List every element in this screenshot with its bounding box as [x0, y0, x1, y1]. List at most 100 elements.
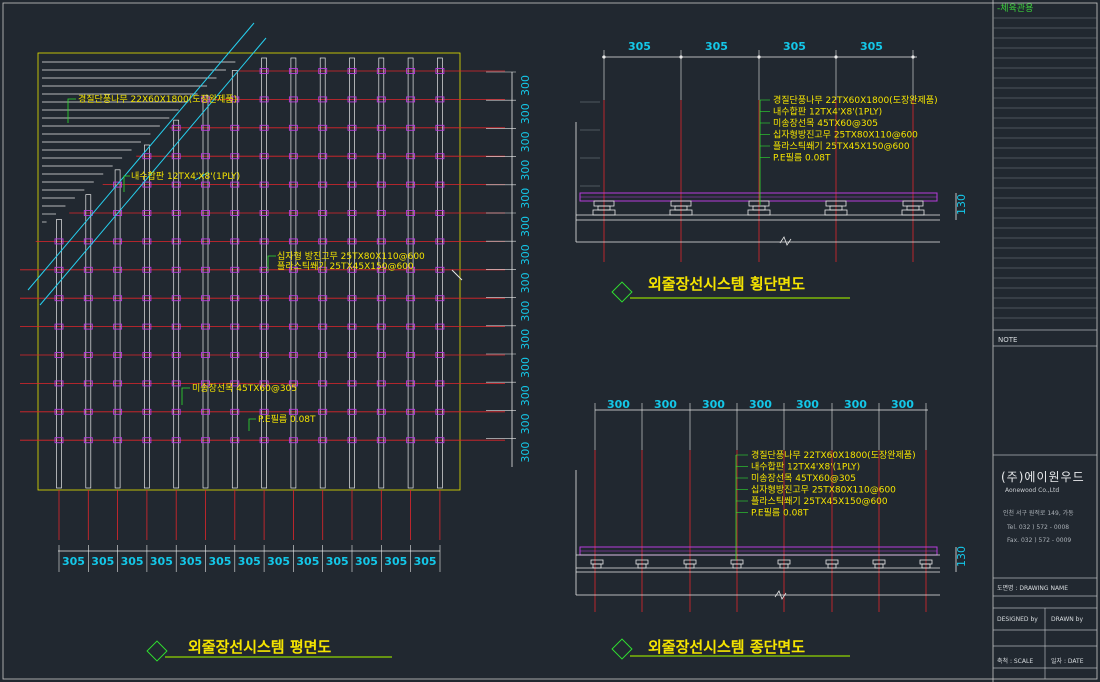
plan-pad: [201, 437, 210, 444]
plan-right-dim-label: 300: [519, 301, 532, 322]
plan-note-1: 경질단풍나무 22X60X1800(도장완제품): [78, 93, 237, 105]
plan-pad: [113, 408, 123, 415]
plan-pad: [171, 323, 181, 330]
plan-pad: [259, 96, 269, 103]
drawing-name-label: 도면명 : DRAWING NAME: [997, 585, 1069, 592]
long-dim-label: 300: [844, 398, 867, 411]
plan-right-dim-label: 300: [519, 413, 532, 434]
plan-pad: [376, 210, 386, 216]
plan-pad: [435, 437, 445, 444]
plan-joist: [349, 57, 355, 489]
long-dim-label: 300: [607, 398, 630, 411]
plan-pad: [142, 380, 152, 387]
plan-right-dim-label: 300: [519, 75, 532, 96]
plan-pad: [376, 352, 386, 358]
plan-pad: [406, 266, 416, 273]
plan-pad: [435, 68, 445, 74]
plan-pad: [376, 295, 386, 302]
plan-pad: [318, 181, 328, 188]
long-note: P.E필름 0.08T: [751, 507, 809, 519]
plan-pad: [288, 153, 298, 160]
plan-pad: [113, 295, 123, 302]
plan-pad: [142, 295, 152, 302]
plan-pad: [171, 437, 181, 444]
plan-pad: [259, 380, 269, 387]
plan-joist: [407, 57, 414, 489]
plan-pad: [201, 408, 210, 415]
plan-pad: [288, 323, 298, 330]
plan-joist: [202, 94, 209, 489]
plan-pad: [142, 181, 152, 188]
plan-right-dim-label: 300: [519, 160, 532, 181]
plan-pad: [406, 181, 416, 188]
plan-pad: [376, 124, 386, 131]
plan-pad: [259, 352, 269, 358]
plan-right-dim-label: 300: [519, 329, 532, 350]
cross-dim-node: [602, 55, 606, 59]
note-label: NOTE: [998, 336, 1018, 344]
cross-dim-node: [757, 55, 761, 59]
plan-title: 외줄장선시스템 평면도: [188, 638, 331, 656]
plan-pad: [201, 96, 210, 103]
plan-pad: [406, 437, 416, 444]
plan-pad: [406, 295, 416, 302]
plan-bottom-dim-label: 305: [209, 555, 232, 568]
plan-pad: [259, 408, 269, 415]
date-label: 일자 : DATE: [1051, 658, 1084, 665]
plan-pad: [318, 408, 328, 415]
plan-pad: [347, 437, 357, 444]
company-tel: Tel. 032 ) 572 - 0008: [1007, 524, 1070, 531]
plan-pad: [347, 380, 357, 387]
plan-pad: [201, 266, 210, 273]
cross-note: P.E필름 0.08T: [773, 152, 831, 164]
plan-pad: [171, 238, 181, 245]
plan-right-dim-label: 300: [519, 188, 532, 209]
long-note: 미송장선목 45TX60@305: [751, 473, 856, 484]
plan-pad: [318, 380, 328, 387]
scale-label: 축척 : SCALE: [997, 658, 1034, 665]
long-support-base: [827, 563, 837, 569]
long-support-base: [685, 563, 695, 569]
long-title: 외줄장선시스템 종단면도: [648, 638, 805, 656]
plan-pad: [113, 323, 123, 330]
leader-n2: [123, 175, 130, 192]
plan-pad: [113, 352, 123, 358]
plan-pad: [288, 96, 298, 103]
plan-pad: [259, 295, 269, 302]
plan-pad: [435, 153, 445, 160]
plan-pad: [376, 437, 386, 444]
plan-pad: [406, 323, 416, 330]
plan-top-board-hatch: [42, 61, 236, 223]
cross-support-base: [901, 209, 925, 216]
plan-bottom-dim-label: 305: [267, 555, 290, 568]
company-address: 인천 서구 원적로 149, 가동: [1003, 510, 1074, 517]
plan-pad: [113, 266, 123, 273]
plan-pad: [259, 238, 269, 245]
plan-pad: [83, 323, 93, 330]
cross-note: 경질단풍나무 22TX60X1800(도장완제품): [773, 94, 938, 106]
plan-joist: [85, 194, 92, 489]
cross-dim-label: 305: [705, 40, 728, 53]
plan-note-2: 내수합판 12TX4'X8'(1PLY): [131, 171, 240, 182]
plan-pad: [230, 124, 240, 131]
plan-break-mark: [194, 171, 210, 181]
plan-pad: [376, 408, 386, 415]
plan-bottom-dim-label: 305: [121, 555, 144, 568]
plan-pad: [201, 323, 210, 330]
plan-right-dim-label: 300: [519, 216, 532, 237]
title-block: -체육관용 NOTE (주)에이원우드 Aonewood Co.,Ltd 인천 …: [993, 0, 1100, 682]
long-support-base: [874, 563, 884, 569]
plan-pad: [347, 238, 357, 245]
long-note: 내수합판 12TX4'X8'(1PLY): [751, 462, 860, 473]
plan-right-dim-label: 300: [519, 357, 532, 378]
cross-support-base: [669, 209, 693, 216]
plan-pad: [406, 96, 416, 103]
plan-note-5: 미송장선목 45TX60@305: [192, 383, 297, 394]
plan-pad: [83, 408, 93, 415]
long-dim-label: 300: [796, 398, 819, 411]
plan-boundary: [37, 52, 461, 491]
plan-pad: [376, 153, 386, 160]
plan-pad: [230, 437, 240, 444]
cross-support-base: [824, 209, 848, 216]
plan-bottom-dim-label: 305: [384, 555, 407, 568]
